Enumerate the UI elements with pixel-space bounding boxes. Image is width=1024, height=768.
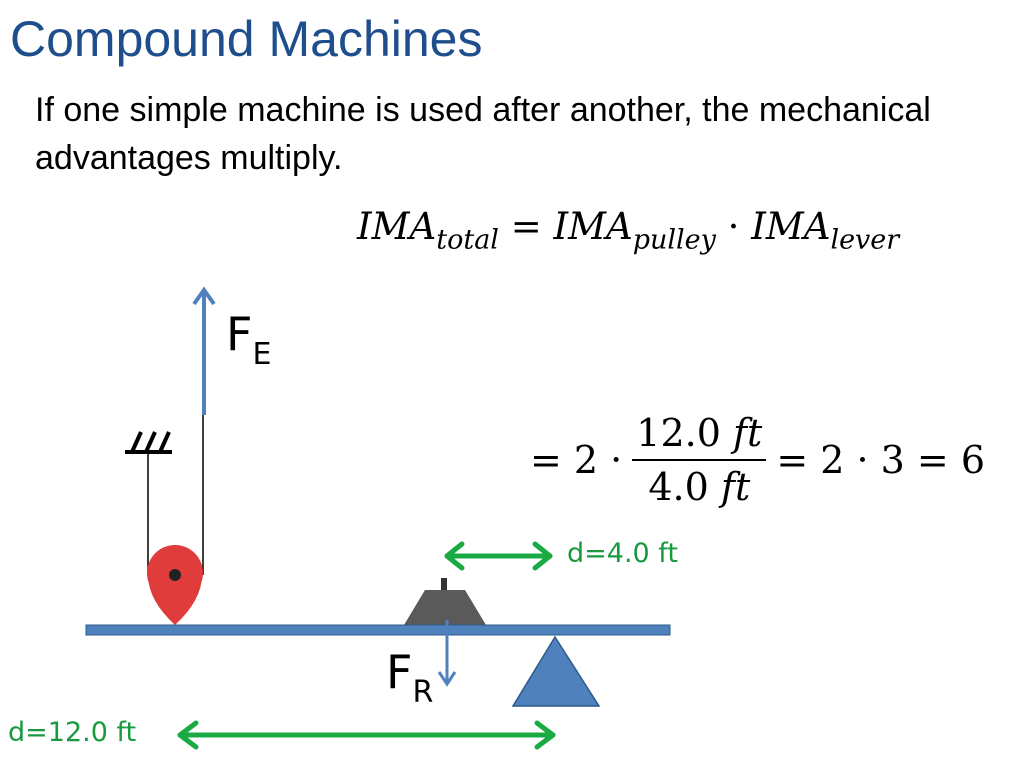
- calc-suffix: = 2 · 3 = 6: [776, 438, 985, 482]
- eq-dot: ·: [727, 205, 740, 248]
- distance-ratio-fraction: 12.0 ft 4.0 ft: [632, 411, 767, 509]
- effort-force-subscript: E: [252, 337, 272, 372]
- lever-beam: [85, 624, 671, 636]
- effort-distance-arrow: [177, 720, 556, 750]
- eq-term2: IMA: [751, 205, 831, 248]
- effort-force-arrowhead: [192, 286, 216, 306]
- load-weight-icon: [404, 578, 486, 625]
- eq-term2-sub: lever: [830, 224, 900, 256]
- resistance-force-label: FR: [386, 645, 433, 710]
- slide-title: Compound Machines: [10, 11, 483, 67]
- pulley-icon: [147, 545, 203, 625]
- effort-distance-label: d=12.0 ft: [8, 717, 137, 748]
- ceiling-support-icon: [125, 431, 172, 454]
- numerator-unit: ft: [732, 411, 763, 455]
- eq-term1-sub: pulley: [632, 224, 716, 256]
- resistance-distance-label: d=4.0 ft: [567, 538, 678, 569]
- ima-total-equation: IMAtotal = IMApulley · IMAlever: [357, 205, 899, 255]
- denominator-unit: ft: [720, 465, 751, 509]
- numerator-value: 12.0: [636, 411, 721, 455]
- fraction-bar: [632, 459, 767, 461]
- eq-equals: =: [510, 205, 542, 248]
- fraction-denominator: 4.0 ft: [644, 465, 754, 509]
- effort-force-label: FE: [226, 307, 271, 372]
- fulcrum-icon: [511, 635, 601, 707]
- resistance-force-arrowhead: [437, 671, 457, 687]
- ima-calculation-equation: = 2 · 12.0 ft 4.0 ft = 2 · 3 = 6: [530, 405, 985, 515]
- slide-body-text: If one simple machine is used after anot…: [35, 91, 931, 177]
- fraction-numerator: 12.0 ft: [632, 411, 766, 455]
- eq-term1: IMA: [553, 205, 633, 248]
- calc-prefix: = 2 ·: [530, 438, 623, 482]
- resistance-distance-arrow: [444, 541, 553, 571]
- eq-lhs-sub: total: [436, 224, 499, 256]
- eq-lhs: IMA: [357, 205, 437, 248]
- resistance-force-letter: F: [386, 645, 413, 699]
- denominator-value: 4.0: [648, 465, 709, 509]
- effort-force-letter: F: [226, 307, 253, 361]
- resistance-force-subscript: R: [412, 675, 434, 710]
